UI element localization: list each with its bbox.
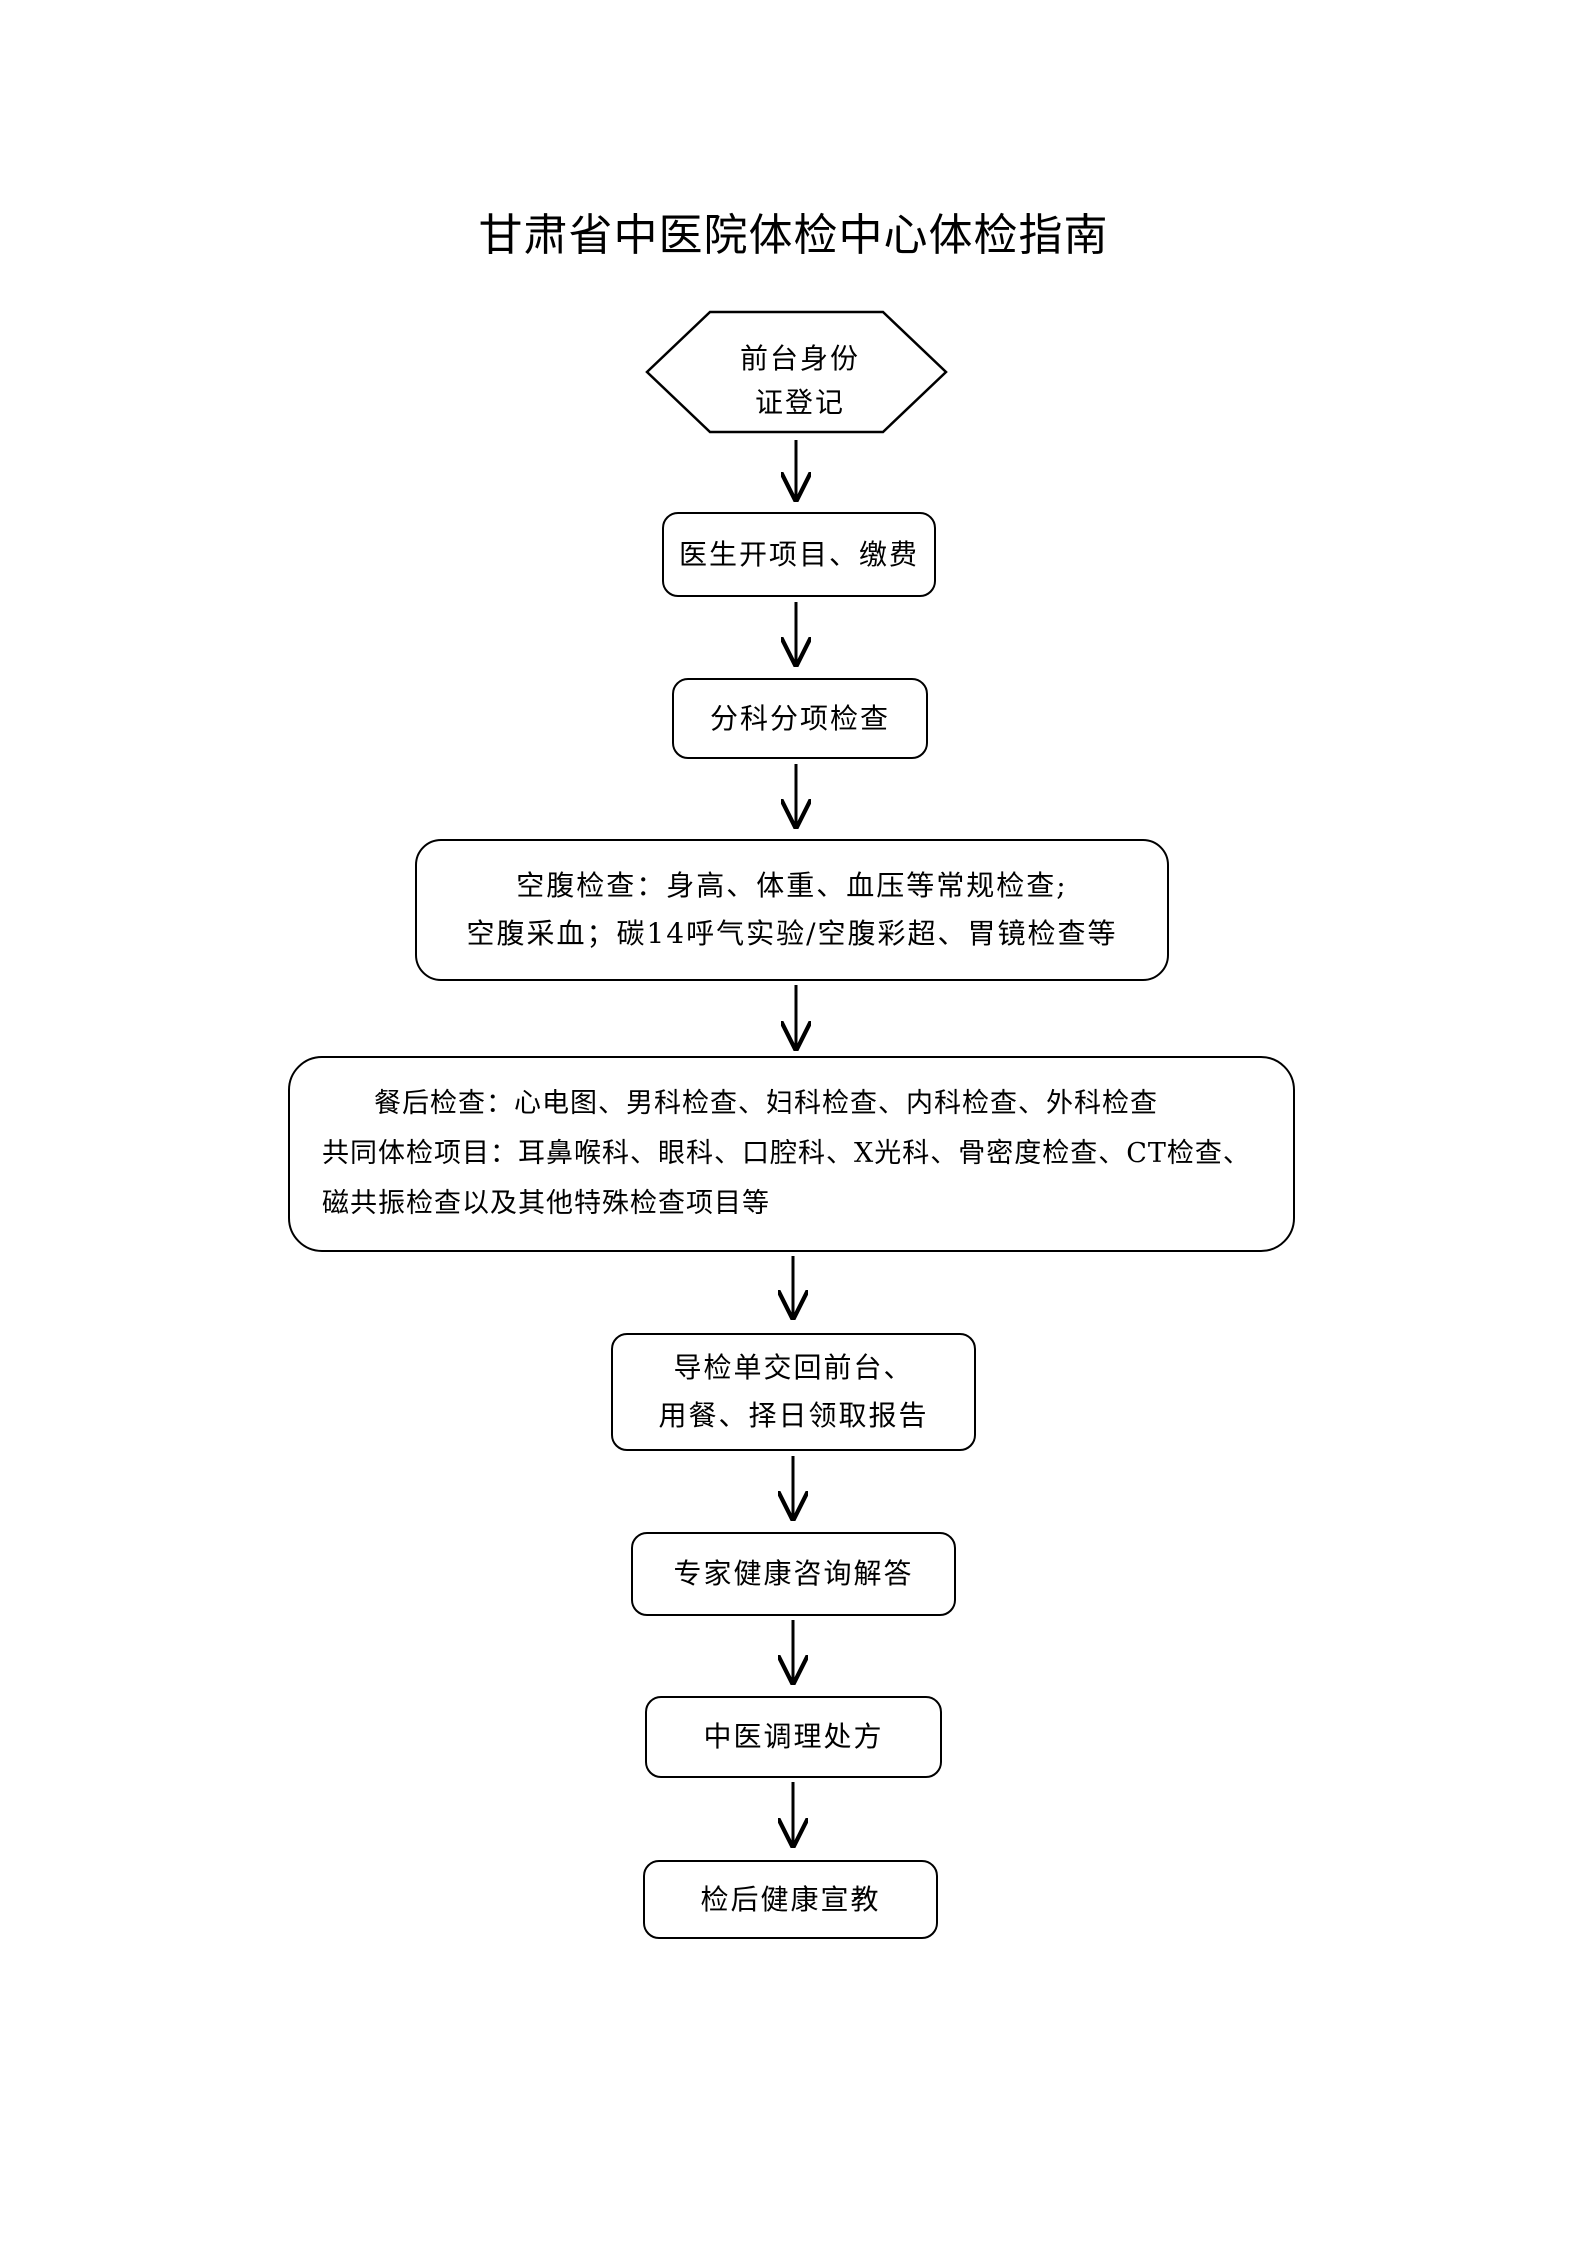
step-7-expert-consultation: 专家健康咨询解答 xyxy=(631,1532,956,1616)
step-4-line-1: 空腹检查：身高、体重、血压等常规检查; xyxy=(516,869,1068,902)
step-3-department-exams: 分科分项检查 xyxy=(672,678,928,759)
step-5-line-2: 共同体检项目：耳鼻喉科、眼科、口腔科、X光科、骨密度检查、CT检查、 xyxy=(322,1138,1251,1169)
step-1-registration: 前台身份 证登记 xyxy=(650,326,950,436)
step-3-line-1: 分科分项检查 xyxy=(709,701,890,735)
step-8-line-1: 中医调理处方 xyxy=(703,1720,884,1753)
step-1-line-1: 前台身份 xyxy=(739,342,860,375)
step-5-line-3: 磁共振检查以及其他特殊检查项目等 xyxy=(322,1188,770,1219)
step-6-line-2: 用餐、择日领取报告 xyxy=(658,1399,929,1432)
page-title: 甘肃省中医院体检中心体检指南 xyxy=(478,210,1109,261)
step-2-line-1: 医生开项目、缴费 xyxy=(678,537,919,571)
step-5-post-meal-exams: 餐后检查：心电图、男科检查、妇科检查、内科检查、外科检查 共同体检项目：耳鼻喉科… xyxy=(288,1056,1295,1252)
step-6-return-form: 导检单交回前台、 用餐、择日领取报告 xyxy=(611,1333,976,1451)
step-9-health-education: 检后健康宣教 xyxy=(643,1860,938,1939)
step-5-line-1: 餐后检查：心电图、男科检查、妇科检查、内科检查、外科检查 xyxy=(374,1088,1158,1119)
step-4-line-2: 空腹采血；碳14呼气实验/空腹彩超、胃镜检查等 xyxy=(466,917,1118,950)
step-7-line-1: 专家健康咨询解答 xyxy=(673,1557,914,1590)
step-1-line-2: 证登记 xyxy=(754,386,845,419)
step-6-line-1: 导检单交回前台、 xyxy=(673,1351,914,1384)
start-hexagon-outline xyxy=(645,310,948,434)
step-8-tcm-prescription: 中医调理处方 xyxy=(645,1696,942,1778)
step-2-order-and-pay: 医生开项目、缴费 xyxy=(662,512,936,597)
step-4-fasting-exams: 空腹检查：身高、体重、血压等常规检查; 空腹采血；碳14呼气实验/空腹彩超、胃镜… xyxy=(415,839,1169,981)
step-9-line-1: 检后健康宣教 xyxy=(700,1882,881,1916)
